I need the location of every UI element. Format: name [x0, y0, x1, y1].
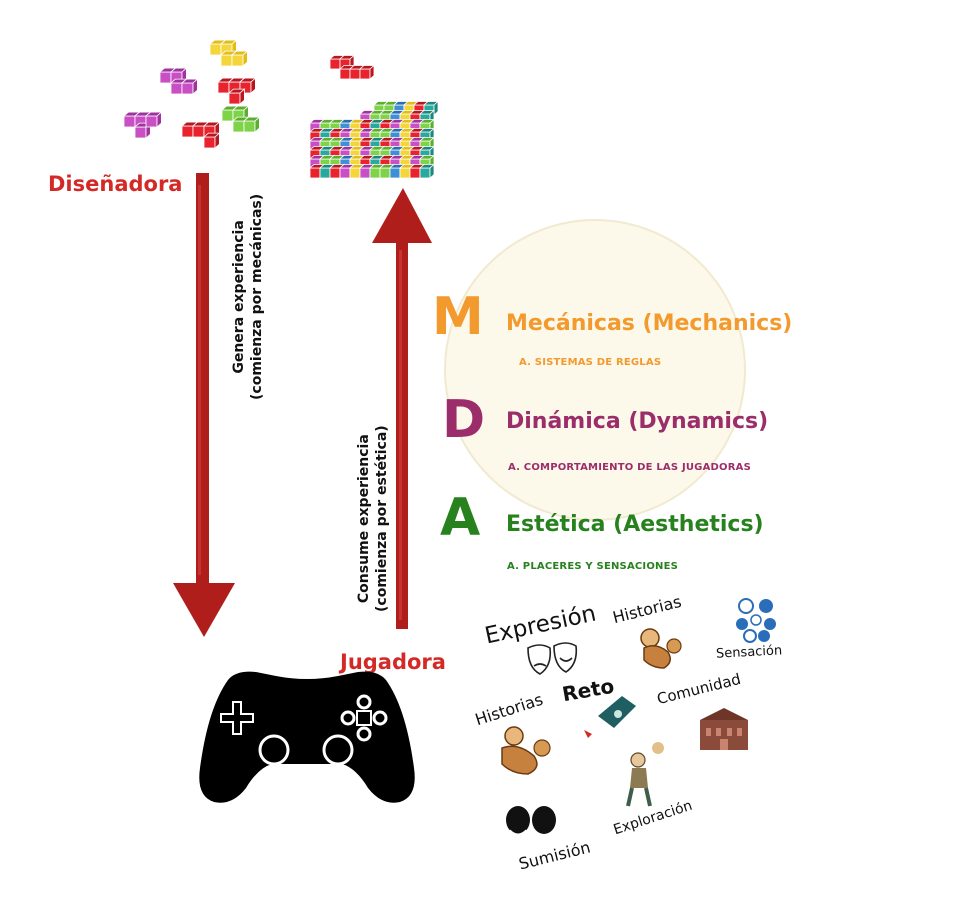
down-arrow [173, 173, 235, 637]
up-arrow-head [372, 188, 432, 243]
designer-flow-line-1: Genera experiencia [231, 220, 247, 374]
sumision-label: Sumisión [516, 837, 593, 874]
mda-letter-m: M [432, 287, 484, 347]
pin-icon [584, 730, 592, 738]
story-characters-icon [501, 726, 551, 775]
gamepad-icon [199, 671, 415, 803]
down-arrow-shaft [196, 173, 209, 585]
scattered-tetris-pieces [122, 39, 261, 149]
designer-flow-line-2: (comienza por mecánicas) [249, 193, 265, 400]
mda-letter-d: D [442, 390, 486, 450]
explorer-icon [626, 742, 664, 807]
player-flow-line-1: Consume experiencia [356, 434, 372, 604]
designer-label: Diseñadora [48, 172, 183, 196]
story-character-icon [640, 628, 682, 669]
player-flow-caption: Consume experiencia (comienza por estéti… [355, 425, 391, 612]
submission-icon [506, 806, 556, 835]
mechanics-title: Mecánicas (Mechanics) [506, 311, 793, 336]
dynamics-title: Dinámica (Dynamics) [506, 409, 769, 434]
community-building-icon [700, 708, 748, 750]
stacked-tetris-pieces [308, 54, 440, 179]
masks-icon [527, 642, 578, 675]
player-label: Jugadora [340, 650, 446, 674]
aesthetics-sub: A. PLACERES Y SENSACIONES [507, 561, 679, 572]
watermark-logo [444, 219, 746, 521]
player-flow-line-2: (comienza por estética) [374, 425, 390, 612]
designer-flow-caption: Genera experiencia (comienza por mecánic… [230, 194, 266, 400]
mda-letter-a: A [440, 488, 481, 548]
sensacion-label: Sensación [715, 643, 783, 662]
challenge-icon [598, 696, 636, 728]
senses-icon [736, 598, 776, 643]
comunidad-label: Comunidad [655, 669, 743, 709]
aesthetics-title: Estética (Aesthetics) [506, 512, 764, 537]
dynamics-sub: A. COMPORTAMIENTO DE LAS JUGADORAS [508, 462, 751, 473]
down-arrow-head [173, 583, 235, 637]
mechanics-sub: A. SISTEMAS DE REGLAS [519, 357, 662, 368]
up-arrow [372, 188, 432, 629]
